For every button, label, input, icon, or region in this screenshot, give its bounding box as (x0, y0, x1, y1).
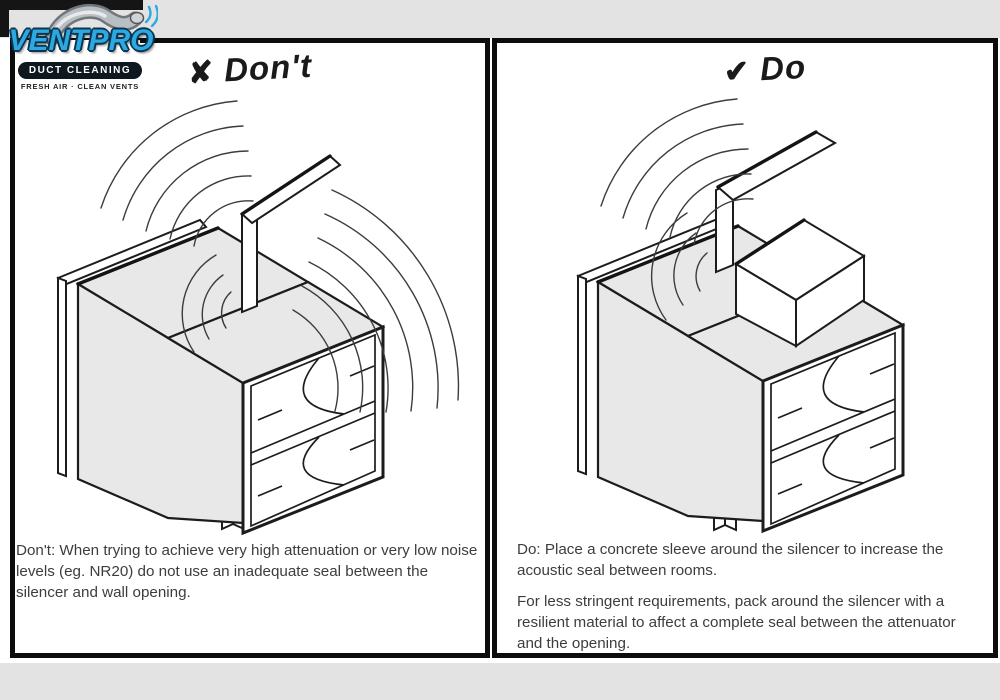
bottom-margin-band (0, 663, 1000, 700)
do-caption: Do: Place a concrete sleeve around the s… (517, 539, 981, 664)
logo-badge: DUCT CLEANING (18, 62, 142, 79)
top-margin-band (0, 0, 1000, 38)
logo-tagline: FRESH AIR · CLEAN VENTS (20, 82, 140, 91)
dont-caption-text: Don't: When trying to achieve very high … (16, 542, 478, 601)
do-caption-paragraph-2: For less stringent requirements, pack ar… (517, 593, 956, 652)
logo-top-strip (0, 0, 143, 10)
do-caption-paragraph-1: Do: Place a concrete sleeve around the s… (517, 541, 944, 579)
check-icon: ✔ (723, 54, 752, 90)
do-title-label: Do (759, 47, 807, 88)
logo-brand-text: VENTPRO (8, 24, 154, 57)
ventpro-logo: VENTPRO DUCT CLEANING FRESH AIR · CLEAN … (0, 0, 165, 100)
logo-backdrop (22, 40, 140, 62)
duct-hose-icon (44, 3, 158, 46)
cross-icon: ✘ (187, 55, 216, 91)
dont-title-label: Don't (223, 46, 313, 89)
dont-caption: Don't: When trying to achieve very high … (16, 540, 478, 613)
logo-left-strip (0, 0, 9, 37)
